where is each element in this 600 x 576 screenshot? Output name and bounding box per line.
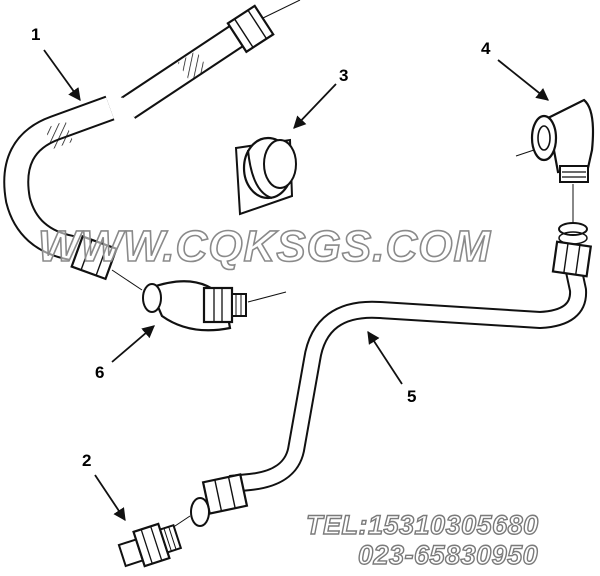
- arrow-6: [111, 325, 155, 363]
- arrow-5: [367, 330, 403, 385]
- callout-5: 5: [407, 387, 417, 406]
- tube-part-5: [171, 240, 593, 529]
- callout-3: 3: [339, 66, 349, 85]
- hose-part-1: [3, 0, 301, 291]
- watermark-site: WWW.CQKSGS.COM: [37, 221, 492, 272]
- arrow-3: [293, 83, 337, 129]
- elbow-part-4: [515, 98, 595, 245]
- callout-2: 2: [82, 451, 92, 470]
- leader-arrows: [43, 49, 549, 522]
- arrow-4: [497, 59, 549, 101]
- connector-part-2: [117, 522, 183, 568]
- callout-1: 1: [31, 25, 41, 44]
- clamp-part-3: [234, 136, 297, 216]
- callout-4: 4: [481, 39, 491, 58]
- arrow-2: [94, 474, 126, 522]
- adapter-part-6: [142, 280, 287, 332]
- arrow-1: [43, 49, 81, 102]
- watermark-phone: 023-65830950: [357, 539, 539, 570]
- callout-6: 6: [95, 363, 105, 382]
- watermark-tel: TEL:15310305680: [305, 509, 539, 540]
